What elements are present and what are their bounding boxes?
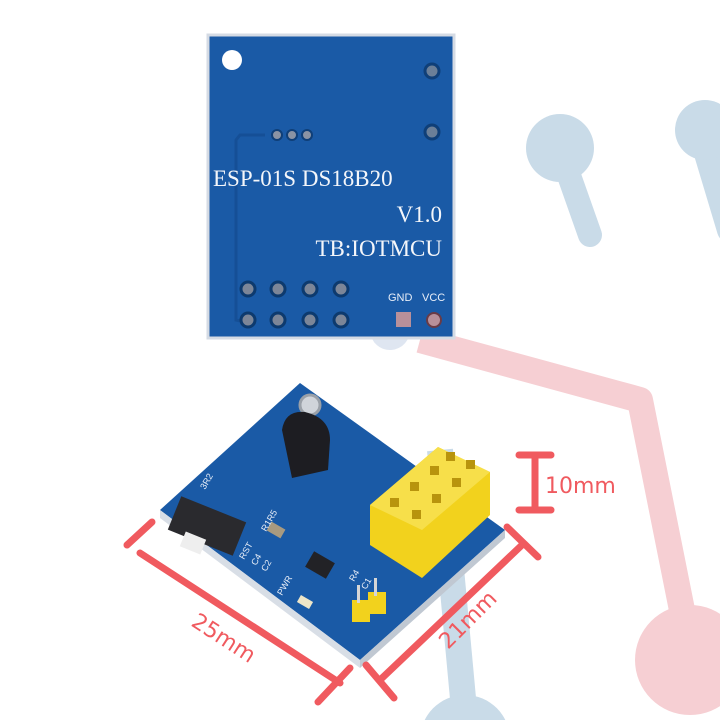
- board-vendor: TB:IOTMCU: [316, 236, 443, 261]
- board-version: V1.0: [397, 202, 442, 227]
- board-title: ESP-01S DS18B20: [213, 166, 393, 191]
- front-board: 3R2 R1R5 RST C4 C2 PWR R4 C1: [160, 383, 505, 668]
- svg-text:C1: C1: [359, 576, 373, 591]
- svg-text:R4: R4: [347, 568, 361, 583]
- length-dimension-label: 25mm: [187, 609, 260, 669]
- gnd-label: GND: [388, 292, 413, 304]
- dimension-markers: [123, 451, 555, 706]
- esp-header-pads: [239, 280, 350, 329]
- back-board: ESP-01S DS18B20 V1.0 TB:IOTMCU GND VCC: [206, 33, 456, 340]
- vcc-label: VCC: [422, 292, 445, 304]
- height-dimension-label: 10mm: [545, 474, 616, 499]
- mounting-hole: [222, 50, 242, 70]
- svg-text:C2: C2: [259, 558, 273, 573]
- svg-text:C4: C4: [249, 552, 263, 567]
